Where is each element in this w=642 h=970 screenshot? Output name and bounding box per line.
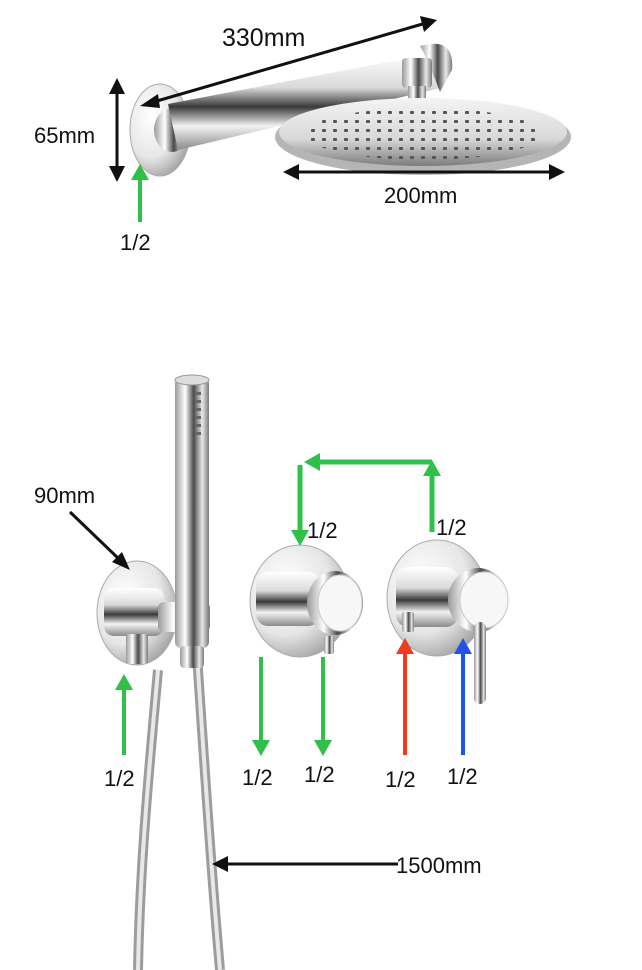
diverter-outlet-stub (324, 636, 334, 654)
diverter-knob-face (317, 574, 363, 632)
cold-inlet-arrow (454, 638, 472, 755)
flange-height-dimension (109, 78, 125, 182)
diverter-out-right-label: 1/2 (304, 762, 335, 787)
bracket-body (104, 588, 164, 636)
flange-height-label: 65mm (34, 123, 95, 148)
rain-shower-head (275, 98, 571, 175)
head-diameter-label: 200mm (384, 183, 457, 208)
shower-hose (133, 639, 225, 970)
arm-inlet-label: 1/2 (120, 230, 151, 255)
handheld-hose-connector (180, 646, 204, 668)
handheld-shower-top (174, 374, 210, 386)
diverter-outlet-left-arrow (252, 657, 270, 756)
shower-arm-tube (168, 54, 440, 150)
diverter-valve (249, 544, 363, 658)
head-diameter-dimension (283, 164, 565, 180)
diverter-body (256, 572, 320, 626)
bracket-diameter-label: 90mm (34, 483, 95, 508)
arm-length-label: 330mm (222, 24, 305, 52)
shower-arm-assembly (129, 43, 453, 177)
head-swivel-neck (408, 86, 426, 100)
bracket-outlet (126, 634, 148, 664)
mixer-inlet-stub (402, 612, 414, 632)
mixer-to-diverter-loop (291, 453, 441, 546)
mixer-top-label: 1/2 (436, 515, 467, 540)
hose-length-pointer (212, 856, 398, 872)
arm-inlet-arrow (131, 164, 149, 222)
head-swivel-joint (402, 58, 432, 88)
bracket-diameter-pointer (68, 510, 130, 570)
bracket-inlet-label: 1/2 (104, 766, 135, 791)
hot-inlet-arrow (396, 638, 414, 755)
shower-head-nozzles (305, 108, 541, 160)
mixer-cap-face (459, 571, 509, 629)
bracket-inlet-arrow (115, 674, 133, 755)
handheld-spray-nozzles (196, 392, 201, 435)
hot-inlet-label: 1/2 (385, 767, 416, 792)
arm-length-dimension (140, 16, 437, 108)
arm-elbow (420, 43, 453, 92)
hose-length-label: 1500mm (396, 853, 482, 878)
diverter-outlet-right-arrow (314, 657, 332, 756)
handheld-shower-handle (175, 378, 209, 648)
mixer-lever-handle (474, 622, 486, 704)
diverter-out-left-label: 1/2 (242, 765, 273, 790)
mixer-valve (386, 539, 509, 704)
handheld-shower (174, 374, 210, 668)
cold-inlet-label: 1/2 (447, 764, 478, 789)
diverter-top-label: 1/2 (307, 518, 338, 543)
